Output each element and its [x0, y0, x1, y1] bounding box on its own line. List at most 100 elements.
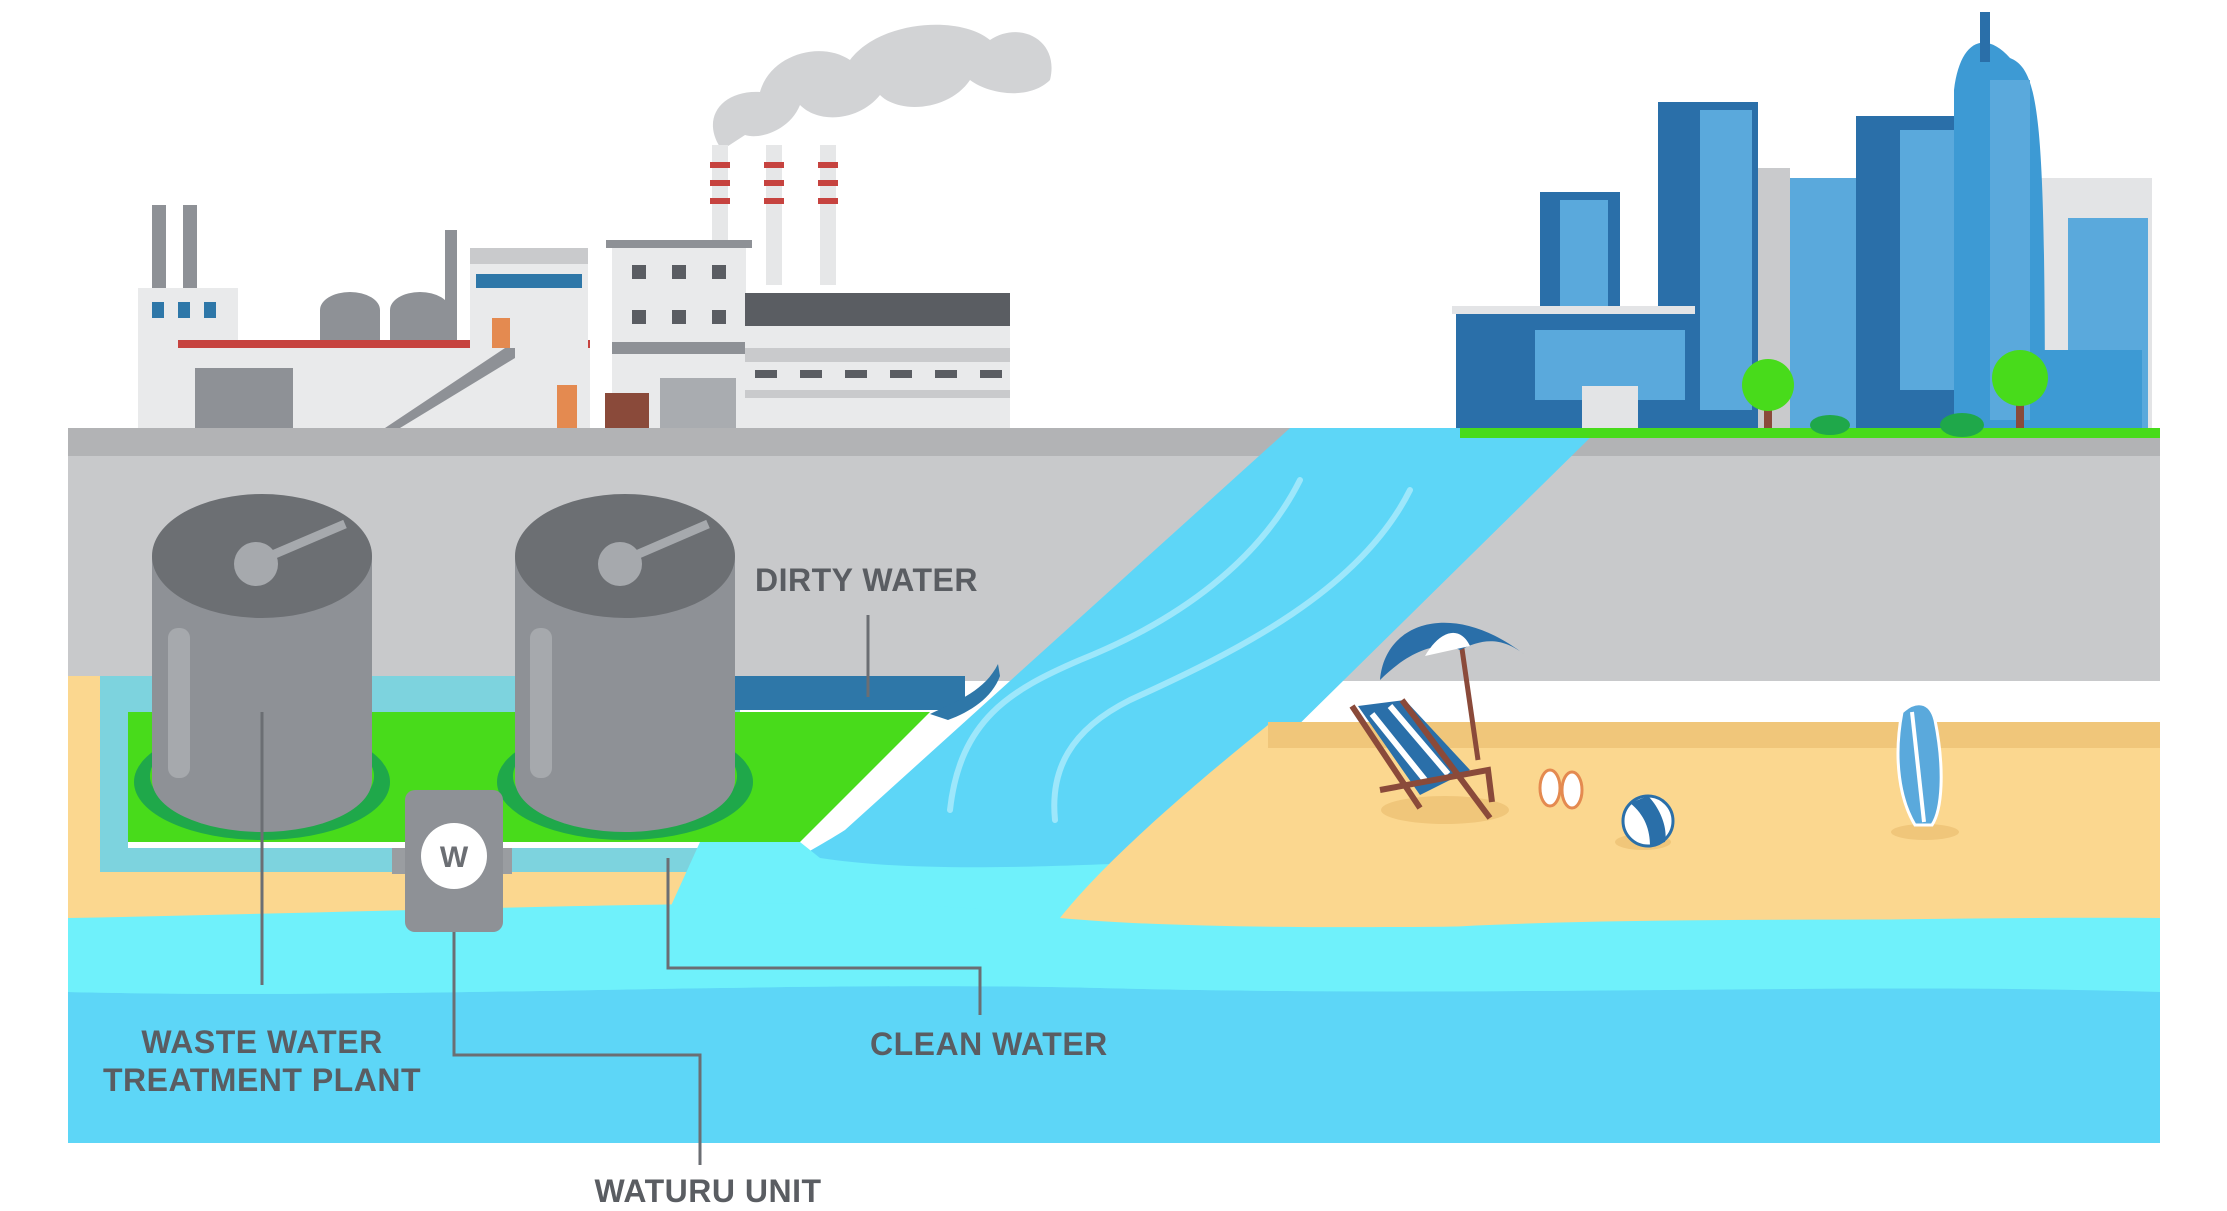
waturu-unit-label: WATURU UNIT: [594, 1173, 821, 1209]
window: [672, 265, 686, 279]
garage-door: [605, 393, 649, 428]
door: [557, 385, 577, 428]
factory-icon: [138, 24, 1052, 428]
warehouse-band: [745, 348, 1010, 362]
chimney-stripe: [710, 198, 730, 204]
chair-frame: [1349, 698, 1495, 820]
tank-body: [152, 556, 372, 832]
spire-tip: [1980, 12, 1990, 62]
building-band: [470, 248, 588, 264]
board-stripe: [1910, 711, 1926, 823]
window: [712, 265, 726, 279]
building: [470, 248, 588, 348]
bush: [1810, 415, 1850, 435]
stairs: [385, 348, 515, 428]
building-roof: [178, 340, 590, 348]
dirty-pipe-outlet: [930, 664, 1000, 720]
flip-flop: [1560, 770, 1584, 810]
unit-badge-letter: W: [440, 841, 469, 874]
stack: [152, 205, 166, 290]
window: [712, 310, 726, 324]
building-roof: [1452, 306, 1695, 314]
door: [492, 318, 510, 348]
umbrella-stripe: [1425, 632, 1470, 656]
tree-crown: [1742, 359, 1794, 411]
river-ripple: [1051, 487, 1413, 823]
callout-line-clean-water: [666, 858, 982, 1015]
tree-icon: [1992, 350, 2048, 428]
tank-highlight: [168, 628, 190, 778]
stack: [183, 205, 197, 290]
window: [204, 302, 216, 318]
tree-crown: [1992, 350, 2048, 406]
building-windows: [1900, 130, 1960, 390]
shore-water: [68, 903, 2160, 994]
chimney: [712, 145, 728, 245]
entrance: [1582, 386, 1638, 428]
window: [935, 370, 957, 378]
tank-left: [134, 494, 390, 840]
clean-water-label: CLEAN WATER: [870, 1026, 1108, 1062]
callout-line-waturu: [452, 932, 702, 1165]
smoke-cloud: [712, 24, 1052, 150]
building-windows: [1560, 200, 1608, 320]
city-grass: [1460, 428, 2160, 438]
window: [980, 370, 1002, 378]
flip-flops-icon: [1538, 768, 1584, 810]
umbrella-canopy: [1380, 622, 1525, 680]
tank-hub: [234, 542, 278, 586]
window: [152, 302, 164, 318]
building-band: [612, 342, 746, 354]
chimney-stripe: [818, 162, 838, 168]
warehouse: [745, 326, 1010, 428]
tank-right: [497, 494, 753, 840]
chimney-stripe: [710, 180, 730, 186]
plant-label-line1: WASTE WATER: [141, 1024, 382, 1060]
window: [845, 370, 867, 378]
beach-ball-icon: [1615, 794, 1675, 850]
window: [178, 302, 190, 318]
tank-highlight: [530, 628, 552, 778]
tank-body: [515, 556, 735, 832]
building-roof: [606, 240, 752, 248]
chair-stripes: [1369, 704, 1451, 782]
flip-flop: [1538, 768, 1562, 808]
board-shadow: [1891, 824, 1959, 840]
window: [672, 310, 686, 324]
waturu-unit: W: [392, 790, 512, 932]
stack: [445, 230, 457, 340]
window-strip: [476, 274, 582, 288]
chimney-stripe: [818, 180, 838, 186]
chimney-stripe: [818, 198, 838, 204]
building: [2034, 350, 2142, 428]
surfboard-icon: [1891, 702, 1959, 840]
dirty-water-label: DIRTY WATER: [755, 562, 978, 598]
river-ripple: [947, 477, 1303, 813]
left-sand: [68, 676, 730, 918]
chimney-stripe: [764, 180, 784, 186]
callouts: [260, 615, 982, 1165]
tree-trunk: [2016, 385, 2024, 428]
window: [632, 310, 646, 324]
umbrella-pole: [1457, 634, 1481, 761]
warehouse-band: [745, 390, 1010, 398]
right-sand: [1060, 725, 2160, 935]
plant-label-line2: TREATMENT PLANT: [103, 1062, 421, 1098]
chimney-stripe: [764, 162, 784, 168]
tank-hub: [598, 542, 642, 586]
bush: [1940, 413, 1984, 437]
city-skyline-icon: [1452, 12, 2160, 438]
shed: [195, 368, 293, 428]
window: [632, 265, 646, 279]
garage-door: [660, 378, 736, 428]
building-windows: [1700, 110, 1752, 410]
window: [800, 370, 822, 378]
unit-badge: [421, 823, 487, 889]
dirty-water-pipe: [735, 676, 965, 710]
window: [890, 370, 912, 378]
tree-icon: [1742, 359, 1794, 428]
chimney-stripe: [710, 162, 730, 168]
window: [755, 370, 777, 378]
chimney-stripe: [764, 198, 784, 204]
